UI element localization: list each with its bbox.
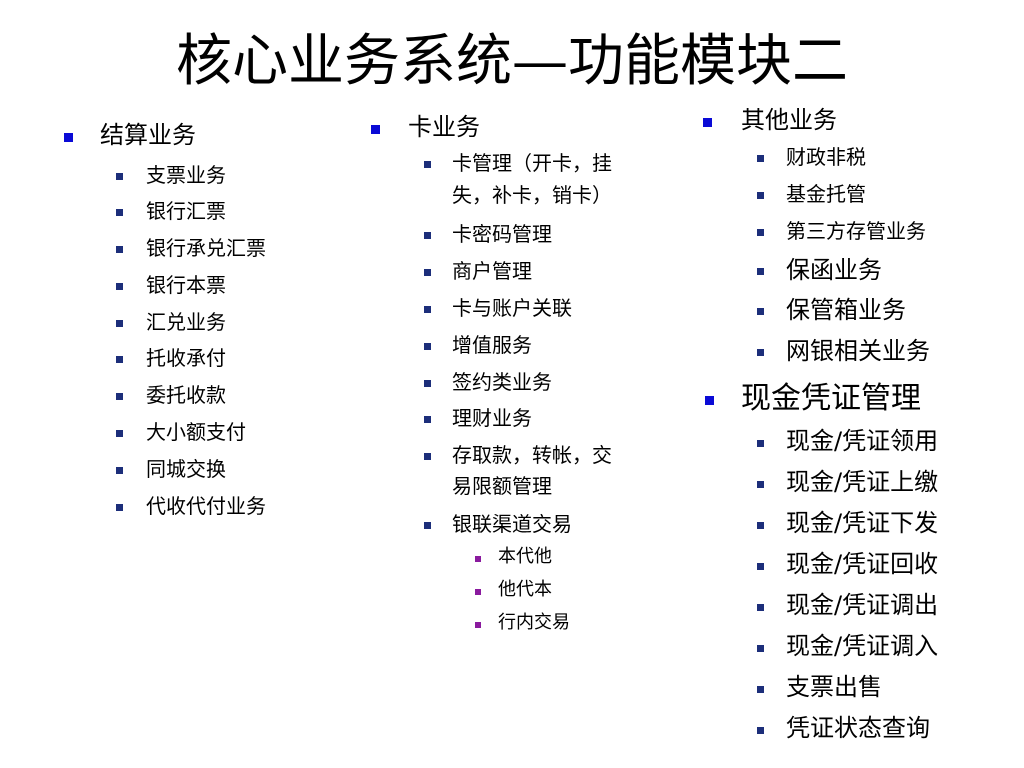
- bullet-icon: [116, 209, 123, 216]
- bullet-icon: [424, 269, 431, 276]
- bullet-icon: [703, 118, 712, 127]
- list-item: 代收代付业务: [146, 494, 266, 518]
- bullet-icon: [475, 622, 481, 628]
- list-item: 财政非税: [786, 145, 866, 169]
- bullet-icon: [424, 380, 431, 387]
- bullet-icon: [757, 440, 764, 447]
- list-item: 现金/凭证上缴: [786, 468, 939, 496]
- bullet-icon: [424, 161, 431, 168]
- bullet-icon: [757, 192, 764, 199]
- bullet-icon: [116, 246, 123, 253]
- section-heading: 结算业务: [100, 121, 196, 149]
- bullet-icon: [757, 563, 764, 570]
- bullet-icon: [757, 522, 764, 529]
- list-item: 现金/凭证领用: [786, 427, 939, 455]
- list-item-continuation: 失，补卡，销卡）: [452, 183, 612, 207]
- bullet-icon: [757, 308, 764, 315]
- bullet-icon: [757, 604, 764, 611]
- list-item: 银联渠道交易: [452, 512, 572, 536]
- section-heading: 现金凭证管理: [741, 381, 921, 416]
- bullet-icon: [757, 268, 764, 275]
- list-item: 银行承兑汇票: [146, 236, 266, 260]
- bullet-icon: [475, 589, 481, 595]
- bullet-icon: [116, 467, 123, 474]
- list-item: 托收承付: [146, 346, 226, 370]
- list-item: 委托收款: [146, 383, 226, 407]
- list-item: 卡管理（开卡，挂: [452, 151, 612, 175]
- bullet-icon: [424, 306, 431, 313]
- list-item: 大小额支付: [146, 420, 246, 444]
- bullet-icon: [705, 396, 714, 405]
- list-item: 银行汇票: [146, 199, 226, 223]
- list-item: 保函业务: [786, 256, 882, 284]
- bullet-icon: [116, 430, 123, 437]
- list-item: 支票出售: [786, 673, 882, 701]
- bullet-icon: [116, 393, 123, 400]
- bullet-icon: [757, 686, 764, 693]
- bullet-icon: [424, 522, 431, 529]
- bullet-icon: [757, 229, 764, 236]
- bullet-icon: [116, 504, 123, 511]
- list-item: 现金/凭证回收: [786, 550, 939, 578]
- bullet-icon: [757, 481, 764, 488]
- list-item: 网银相关业务: [786, 337, 930, 365]
- list-item: 保管箱业务: [786, 296, 906, 324]
- list-item-continuation: 易限额管理: [452, 474, 552, 498]
- bullet-icon: [371, 125, 380, 134]
- list-item: 存取款，转帐，交: [452, 443, 612, 467]
- list-item: 汇兑业务: [146, 310, 226, 334]
- sub-list-item: 他代本: [498, 579, 552, 600]
- bullet-icon: [475, 556, 481, 562]
- list-item: 现金/凭证调入: [786, 632, 939, 660]
- bullet-icon: [116, 173, 123, 180]
- list-item: 第三方存管业务: [786, 219, 926, 243]
- bullet-icon: [424, 453, 431, 460]
- list-item: 卡与账户关联: [452, 296, 572, 320]
- bullet-icon: [116, 283, 123, 290]
- bullet-icon: [757, 155, 764, 162]
- bullet-icon: [116, 320, 123, 327]
- list-item: 凭证状态查询: [786, 714, 930, 742]
- bullet-icon: [116, 356, 123, 363]
- list-item: 签约类业务: [452, 370, 552, 394]
- list-item: 银行本票: [146, 273, 226, 297]
- section-heading: 其他业务: [741, 106, 837, 134]
- bullet-icon: [424, 416, 431, 423]
- slide-title: 核心业务系统—功能模块二: [176, 29, 848, 94]
- bullet-icon: [424, 343, 431, 350]
- list-item: 现金/凭证调出: [786, 591, 939, 619]
- list-item: 理财业务: [452, 406, 532, 430]
- bullet-icon: [757, 349, 764, 356]
- bullet-icon: [757, 645, 764, 652]
- bullet-icon: [757, 727, 764, 734]
- bullet-icon: [424, 232, 431, 239]
- sub-list-item: 本代他: [498, 546, 552, 567]
- list-item: 同城交换: [146, 457, 226, 481]
- section-heading: 卡业务: [408, 113, 480, 141]
- list-item: 增值服务: [452, 333, 532, 357]
- sub-list-item: 行内交易: [498, 612, 570, 633]
- list-item: 基金托管: [786, 182, 866, 206]
- list-item: 商户管理: [452, 259, 532, 283]
- list-item: 现金/凭证下发: [786, 509, 939, 537]
- bullet-icon: [64, 133, 73, 142]
- list-item: 卡密码管理: [452, 222, 552, 246]
- list-item: 支票业务: [146, 163, 226, 187]
